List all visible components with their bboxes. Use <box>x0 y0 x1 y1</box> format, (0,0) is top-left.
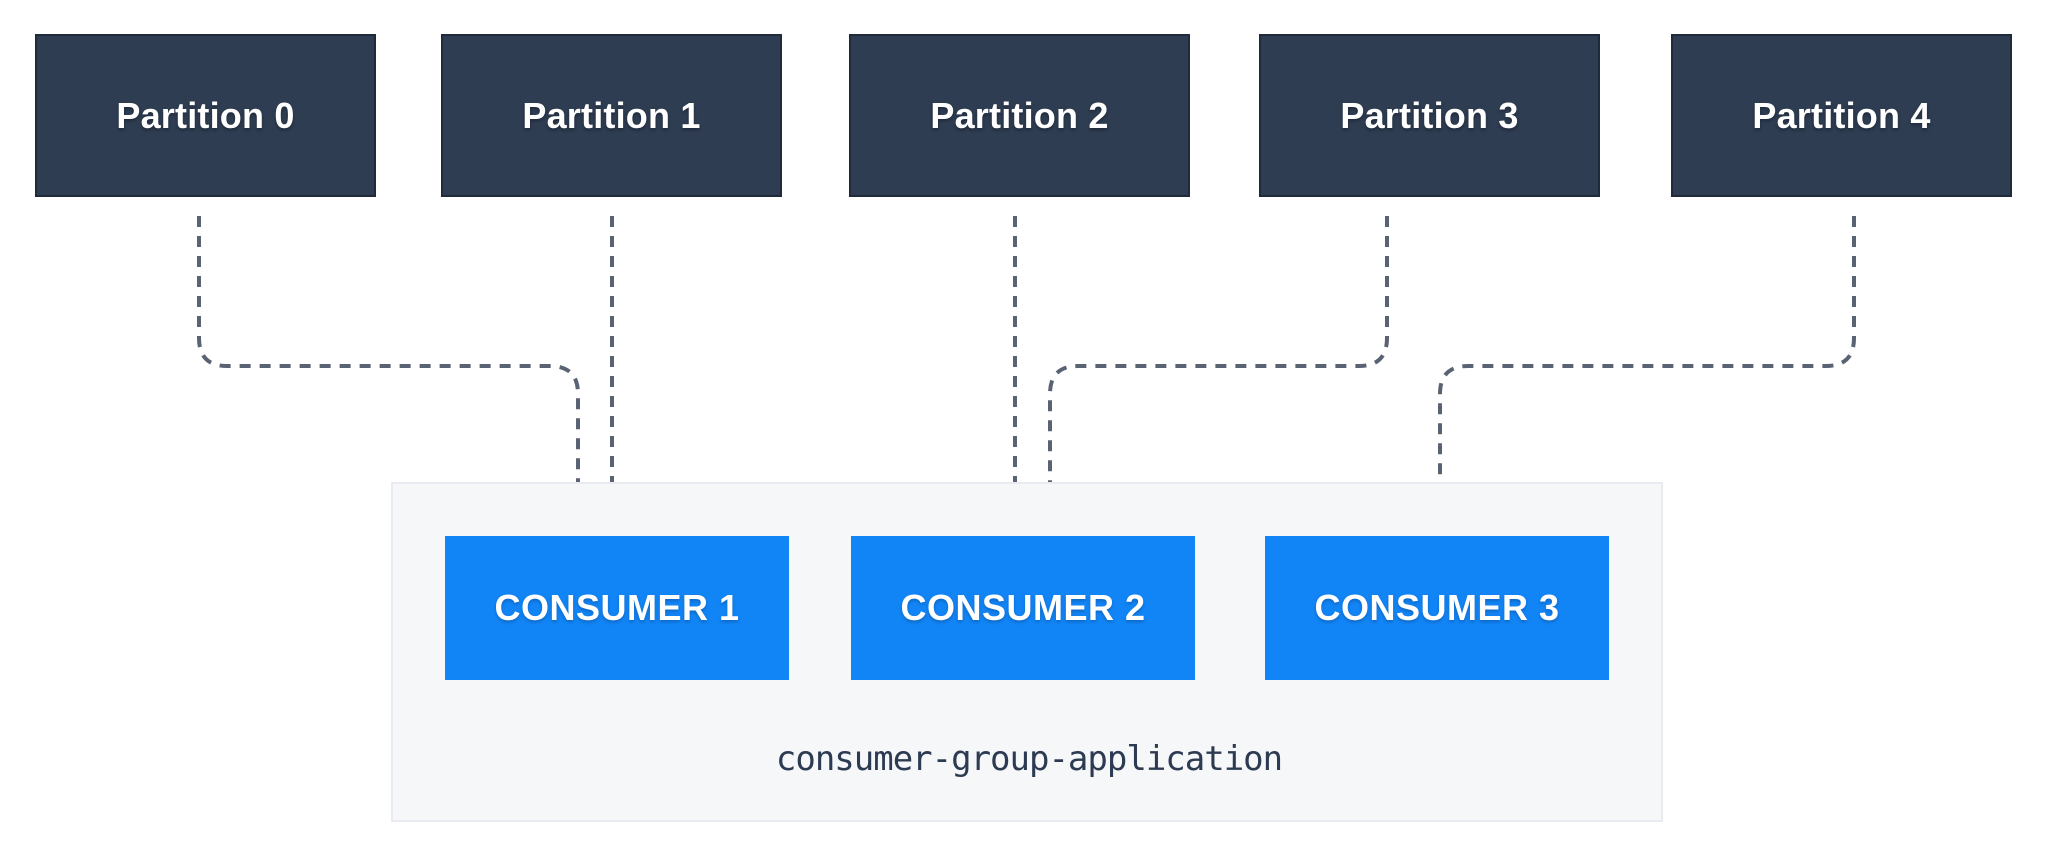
partition-label: Partition 0 <box>116 94 295 136</box>
consumer-box-3: CONSUMER 3 <box>1265 536 1609 680</box>
partition-label: Partition 3 <box>1340 94 1519 136</box>
consumer-box-2: CONSUMER 2 <box>851 536 1195 680</box>
consumer-box-1: CONSUMER 1 <box>445 536 789 680</box>
consumer-group-label: consumer-group-application <box>775 739 1283 779</box>
partition-label: Partition 2 <box>930 94 1109 136</box>
partition-box-2: Partition 2 <box>849 34 1190 197</box>
partition-label: Partition 1 <box>522 94 701 136</box>
connector-partition-0-to-consumer-1 <box>197 216 580 498</box>
connector-partition-4-to-consumer-3 <box>1438 216 1856 498</box>
consumer-label: CONSUMER 2 <box>900 587 1146 628</box>
connector-partition-3-to-consumer-2 <box>1048 216 1389 498</box>
partition-label: Partition 4 <box>1752 94 1931 136</box>
consumer-label: CONSUMER 3 <box>1314 587 1560 628</box>
consumer-label: CONSUMER 1 <box>494 587 740 628</box>
partition-box-4: Partition 4 <box>1671 34 2012 197</box>
partition-box-0: Partition 0 <box>35 34 376 197</box>
partition-box-3: Partition 3 <box>1259 34 1600 197</box>
consumer-group-container: CONSUMER 1 CONSUMER 2 CONSUMER 3 consumer-g… <box>391 482 1663 822</box>
partition-box-1: Partition 1 <box>441 34 782 197</box>
